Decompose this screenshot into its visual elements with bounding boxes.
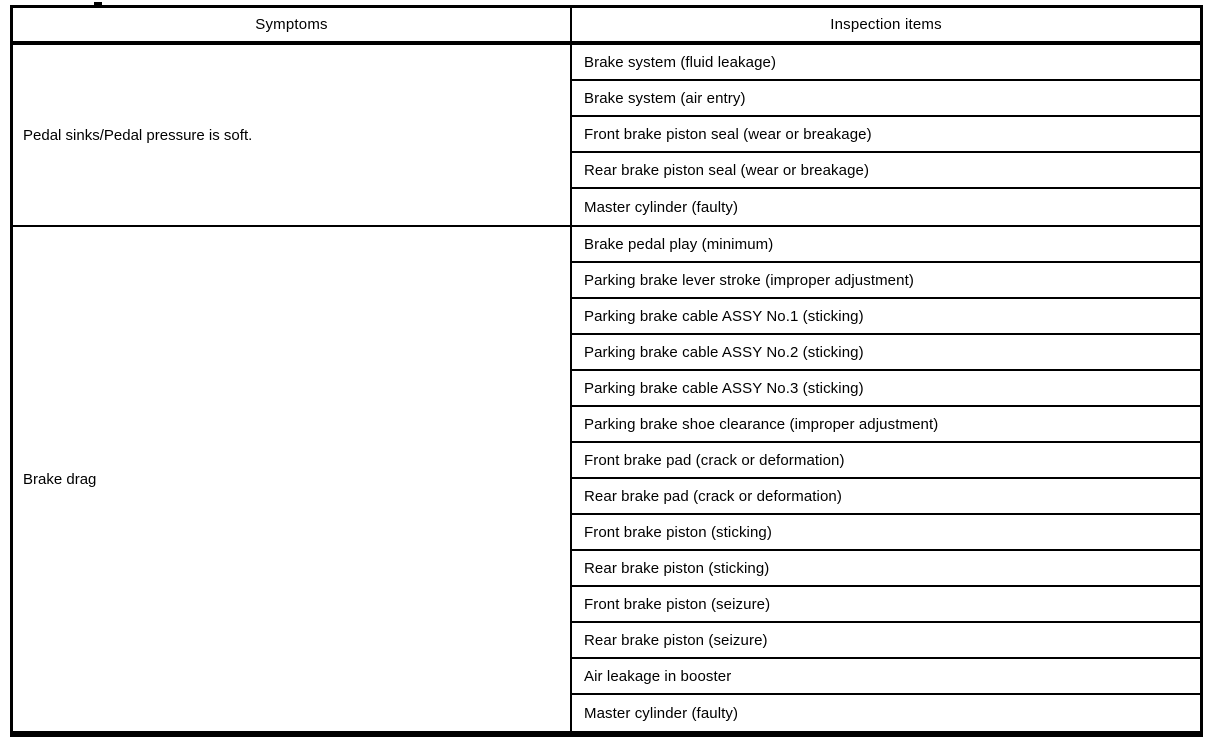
inspection-item-row: Rear brake piston seal (wear or breakage… (572, 153, 1200, 189)
inspection-item-row: Parking brake cable ASSY No.3 (sticking) (572, 371, 1200, 407)
inspection-item-row: Front brake pad (crack or deformation) (572, 443, 1200, 479)
symptom-cell: Brake drag (13, 227, 572, 731)
inspection-item-row: Air leakage in booster (572, 659, 1200, 695)
inspection-item-row: Parking brake lever stroke (improper adj… (572, 263, 1200, 299)
symptoms-inspection-table: Symptoms Inspection items Pedal sinks/Pe… (10, 5, 1203, 737)
inspection-item-row: Front brake piston (seizure) (572, 587, 1200, 623)
symptoms-column-header: Symptoms (13, 8, 572, 41)
inspection-item-row: Master cylinder (faulty) (584, 704, 739, 722)
inspection-items-column: Brake pedal play (minimum)Parking brake … (572, 227, 1200, 731)
inspection-item-row: Parking brake shoe clearance (improper a… (572, 407, 1200, 443)
inspection-items-column-header: Inspection items (830, 16, 942, 33)
inspection-item-row: Parking brake cable ASSY No.2 (sticking) (572, 335, 1200, 371)
inspection-item-row: Parking brake cable ASSY No.1 (sticking) (572, 299, 1200, 335)
table-header-row: Symptoms Inspection items (13, 8, 1200, 45)
inspection-item-row: Rear brake pad (crack or deformation) (572, 479, 1200, 515)
inspection-item-row: Brake system (fluid leakage) (572, 45, 1200, 81)
stray-scan-mark (94, 2, 102, 5)
inspection-item-row: Rear brake piston (seizure) (572, 623, 1200, 659)
symptom-cell: Pedal sinks/Pedal pressure is soft. (13, 45, 572, 225)
inspection-item-row: Rear brake piston (sticking) (572, 551, 1200, 587)
inspection-item-row: Brake pedal play (minimum) (572, 227, 1200, 263)
inspection-item-row: Master cylinder (faulty) (584, 198, 739, 216)
inspection-item-row: Brake system (air entry) (572, 81, 1200, 117)
symptom-group: Pedal sinks/Pedal pressure is soft.Brake… (13, 45, 1200, 227)
inspection-item-row: Front brake piston (sticking) (572, 515, 1200, 551)
inspection-item-row: Front brake piston seal (wear or breakag… (572, 117, 1200, 153)
table-body: Pedal sinks/Pedal pressure is soft.Brake… (13, 45, 1200, 731)
inspection-items-column: Brake system (fluid leakage)Brake system… (572, 45, 1200, 225)
